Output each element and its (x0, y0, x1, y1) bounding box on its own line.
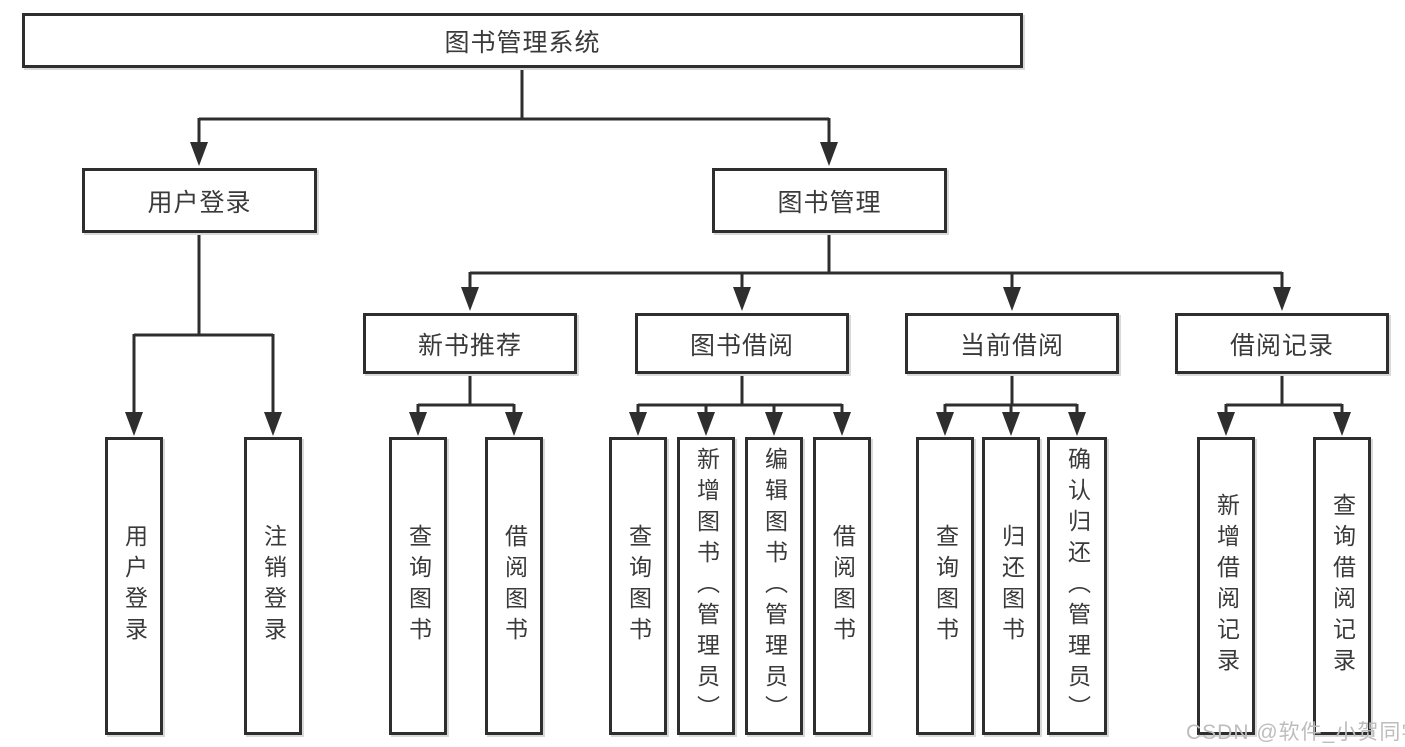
node-leaf-logout: 注销登录 (244, 437, 302, 735)
node-leaf-query-borrow-record: 查询借阅记录 (1313, 437, 1371, 735)
node-leaf-query-books-current: 查询图书 (916, 437, 974, 735)
node-leaf-query-books-recommend: 查询图书 (389, 437, 447, 735)
node-branch-user-login: 用户登录 (82, 168, 317, 233)
node-leaf-query-books-borrowing: 查询图书 (609, 437, 667, 735)
node-leaf-user-login: 用户登录 (105, 437, 163, 735)
node-branch-book-management: 图书管理 (712, 168, 947, 233)
node-leaf-edit-book-admin: 编辑图书（管理员） (745, 437, 803, 735)
node-leaf-add-borrow-record: 新增借阅记录 (1197, 437, 1255, 735)
node-module-current-borrowing: 当前借阅 (905, 313, 1119, 374)
node-leaf-add-book-admin: 新增图书（管理员） (677, 437, 735, 735)
node-leaf-borrow-books-borrowing: 借阅图书 (813, 437, 871, 735)
node-module-new-book-recommendation: 新书推荐 (363, 313, 577, 374)
arrowheads (125, 142, 1351, 436)
node-leaf-return-books: 归还图书 (982, 437, 1040, 735)
node-leaf-borrow-books-recommend: 借阅图书 (485, 437, 543, 735)
node-leaf-confirm-return-admin: 确认归还（管理员） (1047, 437, 1107, 735)
node-module-book-borrowing: 图书借阅 (635, 313, 849, 374)
node-module-borrowing-records: 借阅记录 (1175, 313, 1389, 374)
csdn-watermark: CSDN @软件_小贺同学 (1186, 721, 1405, 744)
node-root-system: 图书管理系统 (22, 13, 1023, 68)
